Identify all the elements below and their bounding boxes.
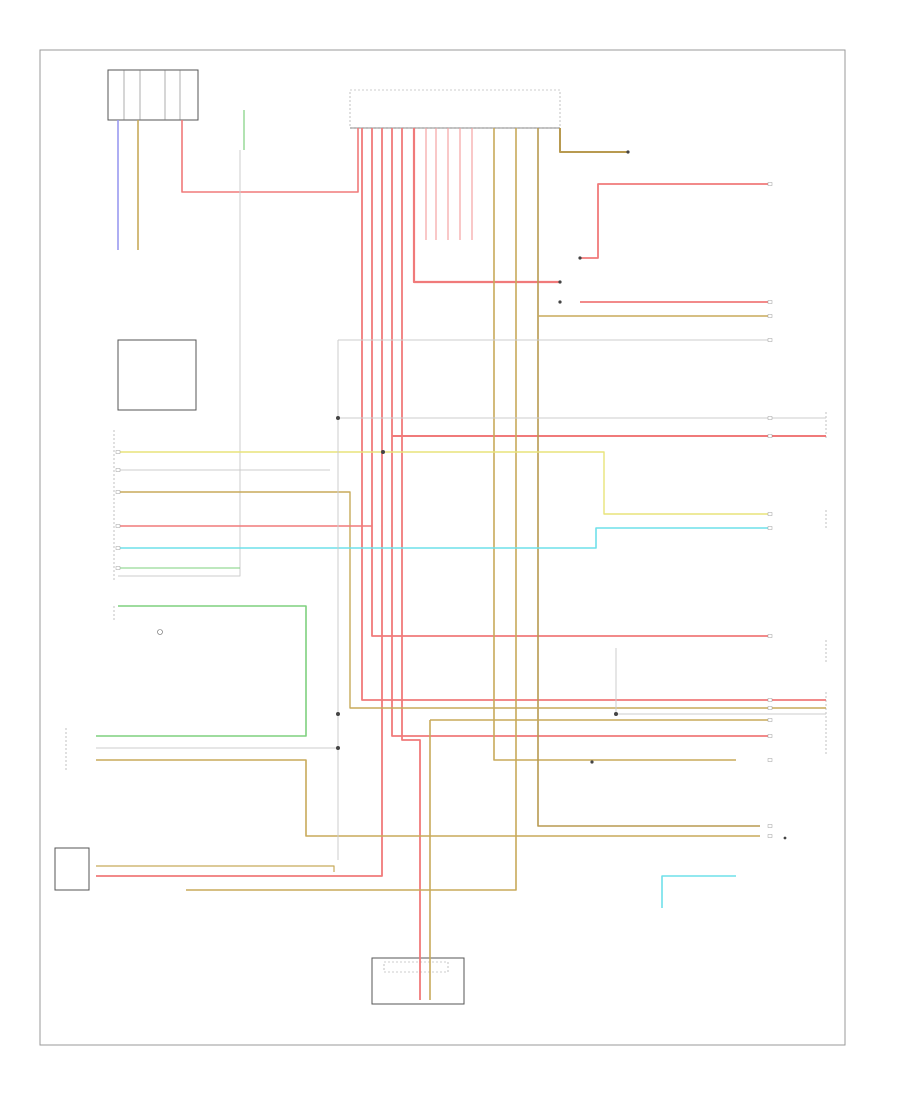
pin-tick [767, 416, 773, 420]
pin-tick [767, 834, 773, 838]
pin-tick [767, 182, 773, 186]
pin-tick [767, 758, 773, 762]
middle-left-module-box [117, 339, 197, 411]
wire-red-3 [96, 128, 383, 877]
top-left-sensor-box [107, 69, 199, 121]
wire-tan-v494 [493, 128, 736, 761]
wire-olive-v538 [537, 128, 760, 827]
pin-tick [767, 314, 773, 318]
pin-tick [767, 512, 773, 516]
wire-red-top [181, 120, 359, 193]
pin-tick [767, 526, 773, 530]
bottom-left-unit-box [54, 847, 90, 891]
diagram-frame [39, 49, 846, 1046]
junction-dots [336, 150, 787, 840]
pin-tick [767, 300, 773, 304]
wire-red-6 [412, 128, 560, 284]
pin-tick [115, 524, 121, 528]
pin-tick [767, 698, 773, 702]
wire-tan-h866 [96, 865, 335, 872]
wire-tan-h760 [96, 759, 760, 837]
wire-cyan-bottom [661, 875, 736, 908]
wires-layer [96, 110, 826, 1000]
pin-tick [115, 546, 121, 550]
pin-tick [767, 338, 773, 342]
wire-yellow-h452 [118, 451, 770, 515]
pin-tick [767, 434, 773, 438]
left-sensor-small [113, 606, 163, 635]
wire-tan-v516 [186, 128, 517, 891]
pin-tick [115, 468, 121, 472]
wire-red-right1 [580, 183, 770, 259]
pin-tick [767, 718, 773, 722]
wire-olive-top [559, 128, 628, 153]
pin-tick [767, 706, 773, 710]
pin-tick [115, 450, 121, 454]
wire-gray-v616 [615, 648, 826, 715]
connector-ticks [115, 182, 773, 838]
wire-cyan-h548 [118, 527, 770, 549]
wire-red-2 [371, 128, 770, 637]
pin-tick [115, 490, 121, 494]
pin-tick [767, 824, 773, 828]
wire-gray-v240 [118, 150, 241, 577]
wire-red-4 [391, 128, 770, 737]
pin-tick [767, 634, 773, 638]
wire-tan-h492 [118, 491, 826, 709]
wire-green-h606 [96, 605, 307, 737]
center-top-connector-box [349, 89, 561, 129]
pin-tick [115, 566, 121, 570]
pin-tick [767, 734, 773, 738]
bottom-center-module-box [371, 957, 465, 1005]
wire-red-1 [361, 128, 826, 701]
wire-red-5 [401, 128, 421, 1000]
